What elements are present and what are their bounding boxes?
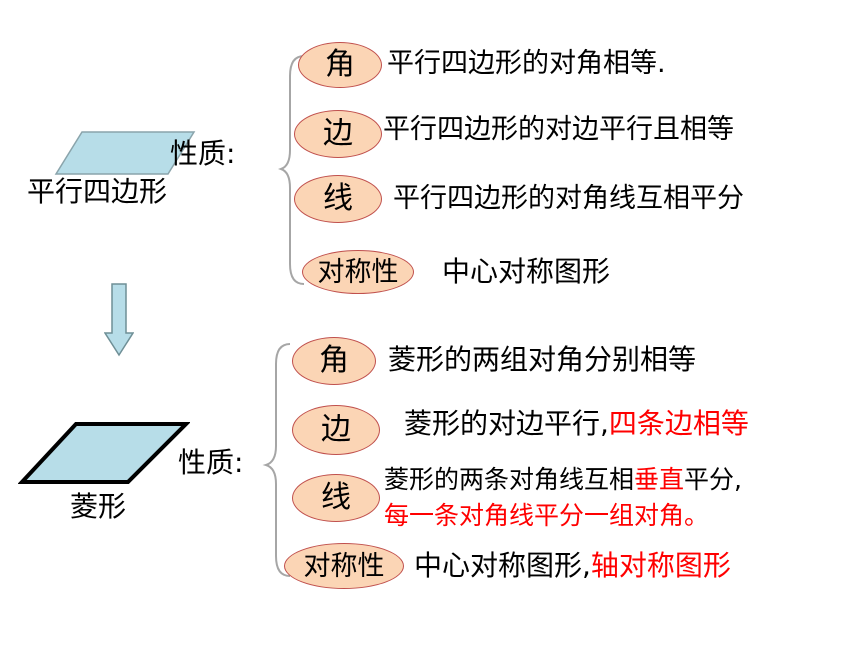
- rhombus-diagonal-plain-a: 菱形的两条对角线互相: [384, 465, 635, 494]
- parallelogram-symmetry-text: 中心对称图形: [442, 255, 611, 288]
- parallelogram-properties-label: 性质:: [170, 137, 236, 170]
- rhombus-diagonal-text-line2: 每一条对角线平分一组对角。: [384, 501, 710, 530]
- rhombus-angle-text: 菱形的两组对角分别相等: [388, 343, 697, 376]
- parallelogram-shape: [54, 131, 196, 175]
- parallelogram-side-text: 平行四边形的对边平行且相等: [383, 114, 734, 145]
- rhombus-symmetry-text: 中心对称图形,轴对称图形: [414, 552, 731, 580]
- rhombus-angle-tag: 角: [292, 337, 376, 385]
- rhombus-symmetry-highlight: 轴对称图形: [590, 549, 731, 582]
- parallelogram-diagonal-text: 平行四边形的对角线互相平分: [393, 183, 744, 214]
- parallelogram-angle-tag: 角: [298, 42, 382, 88]
- rhombus-side-highlight: 四条边相等: [608, 407, 749, 440]
- parallelogram-angle-text: 平行四边形的对角相等.: [387, 48, 666, 79]
- parallelogram-brace: [278, 55, 305, 285]
- rhombus-diagonal-text-line1: 菱形的两条对角线互相垂直平分,: [384, 467, 742, 492]
- rhombus-diagonal-tag: 线: [292, 474, 380, 522]
- rhombus-symmetry-tag: 对称性: [284, 543, 404, 589]
- rhombus-side-tag: 边: [292, 405, 380, 455]
- rhombus-properties-label: 性质:: [178, 446, 244, 479]
- parallelogram-label: 平行四边形: [27, 175, 168, 208]
- rhombus-symmetry-plain: 中心对称图形,: [414, 549, 591, 582]
- rhombus-side-plain: 菱形的对边平行,: [404, 407, 609, 440]
- rhombus-diagonal-highlight: 垂直: [634, 465, 685, 494]
- rhombus-diagonal-plain-b: 平分,: [684, 465, 742, 494]
- down-arrow-icon: [104, 283, 134, 357]
- parallelogram-diagonal-tag: 线: [294, 175, 382, 223]
- parallelogram-symmetry-tag: 对称性: [302, 250, 414, 294]
- rhombus-label: 菱形: [70, 490, 127, 523]
- rhombus-side-text: 菱形的对边平行,四条边相等: [404, 410, 749, 438]
- parallelogram-side-tag: 边: [294, 110, 382, 158]
- rhombus-brace: [262, 343, 291, 577]
- rhombus-shape: [18, 422, 190, 484]
